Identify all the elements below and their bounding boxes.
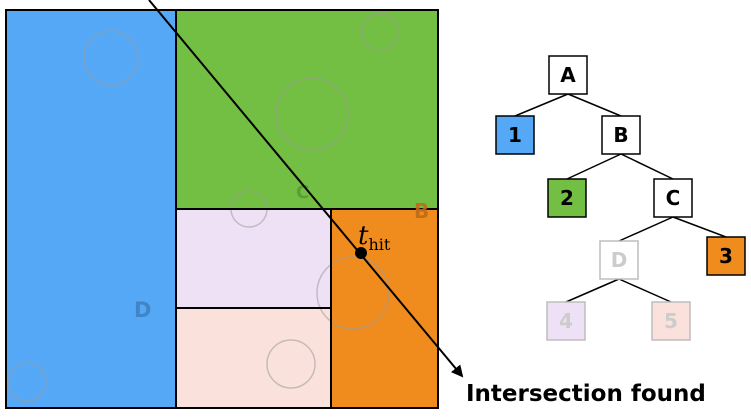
tree-node-label: 2 — [560, 186, 574, 210]
hit-label-main: t — [358, 221, 369, 251]
region-3-orange — [331, 209, 438, 408]
primitive-circle — [316, 256, 390, 330]
tree-node-5: 5 — [651, 301, 691, 341]
tree-node-label: 3 — [719, 244, 733, 268]
region-2-green — [176, 10, 438, 209]
result-caption: Intersection found — [466, 381, 706, 407]
tree-node-label: 1 — [508, 123, 522, 147]
tree-node-box — [653, 178, 693, 218]
tree-node-box — [546, 301, 586, 341]
region-1-blue — [6, 10, 176, 408]
tree-edge-a-b — [567, 93, 622, 117]
tree-edge-d-4 — [565, 278, 620, 303]
region-borders — [5, 9, 439, 409]
tree-node-box — [547, 178, 587, 218]
region-4-lavender — [176, 209, 331, 308]
primitive-circle — [361, 13, 399, 51]
tree-node-a: A — [548, 55, 588, 95]
tree-node-box — [706, 236, 746, 276]
hit-point — [355, 247, 367, 259]
tree-node-d: D — [599, 240, 639, 280]
primitive-circle — [275, 77, 349, 151]
tree-node-label: A — [560, 63, 576, 87]
tree-node-box — [495, 115, 535, 155]
tree-node-label: B — [613, 123, 628, 147]
region-5-pink — [176, 308, 331, 408]
tree-edge-c-3 — [672, 216, 727, 238]
tree-edge-d-5 — [618, 278, 672, 303]
hit-label-sub: hit — [368, 235, 390, 254]
primitive-circles — [7, 13, 399, 402]
tree-node-box — [548, 55, 588, 95]
tree-node-label: 5 — [664, 309, 678, 333]
tree-node-c: C — [653, 178, 693, 218]
primitive-circle — [7, 362, 47, 402]
tree-node-box — [651, 301, 691, 341]
tree-node-3: 3 — [706, 236, 746, 276]
tree-node-2: 2 — [547, 178, 587, 218]
ray — [148, 0, 464, 378]
tree-node-box — [601, 115, 641, 155]
tree-node-4: 4 — [546, 301, 586, 341]
tree-node-1: 1 — [495, 115, 535, 155]
primitive-circle — [266, 339, 316, 389]
tree-node-label: D — [611, 248, 628, 272]
tree-node-box — [599, 240, 639, 280]
tree-edge-b-2 — [566, 153, 622, 180]
tree-edge-c-d — [618, 216, 674, 242]
tree-edge-a-1 — [514, 93, 569, 117]
tree-node-label: 4 — [559, 309, 573, 333]
label-b: B — [414, 199, 429, 223]
label-d: D — [134, 298, 151, 322]
scene: D C B thit Intersection found — [5, 0, 706, 409]
tree-node-b: B — [601, 115, 641, 155]
bvh-tree: A 1 B 2 C D 3 4 5 — [495, 55, 746, 341]
tree-edge-b-c — [620, 153, 674, 180]
hit-label: thit — [358, 221, 391, 254]
tree-node-label: C — [666, 186, 681, 210]
primitive-circle — [83, 30, 139, 86]
